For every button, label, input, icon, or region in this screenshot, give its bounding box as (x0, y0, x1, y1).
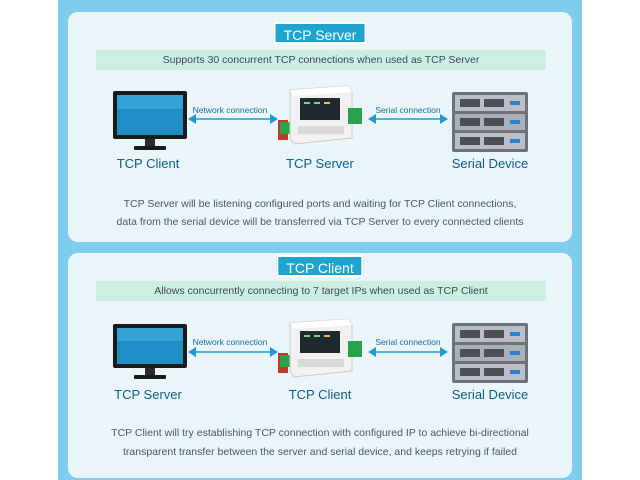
server-rack-icon (452, 92, 528, 152)
description-line-1: TCP Server will be listening configured … (123, 198, 517, 210)
serial-connection-arrow (368, 347, 448, 357)
tcp-server-panel: TCP Server Supports 30 concurrent TCP co… (68, 12, 572, 242)
center-device-label: TCP Client (288, 387, 352, 402)
left-device-label: TCP Server (114, 387, 182, 402)
network-connection-arrow (188, 114, 278, 124)
left-device-label: TCP Client (116, 156, 180, 171)
description-line-2: data from the serial device will be tran… (116, 216, 524, 228)
server-rack-icon (452, 323, 528, 383)
network-connection-label: Network connection (192, 337, 268, 347)
right-device-label: Serial Device (451, 387, 529, 402)
serial-server-device-icon (278, 85, 362, 145)
monitor-icon (113, 91, 187, 150)
center-device-label: TCP Server (286, 156, 354, 171)
network-connection-arrow (188, 347, 278, 357)
right-device-label: Serial Device (451, 156, 529, 171)
serial-server-device-icon (278, 318, 362, 378)
network-connection-label: Network connection (192, 105, 268, 115)
serial-connection-arrow (368, 114, 448, 124)
section-subtitle: Supports 30 concurrent TCP connections w… (96, 50, 546, 70)
description-line-1: TCP Client will try establishing TCP con… (111, 427, 529, 439)
section-title: TCP Client (276, 255, 364, 277)
monitor-icon (113, 324, 187, 379)
description-line-2: transparent transfer between the server … (123, 446, 517, 458)
section-subtitle: Allows concurrently connecting to 7 targ… (96, 281, 546, 301)
serial-connection-label: Serial connection (375, 337, 441, 347)
section-title: TCP Server (273, 22, 367, 44)
serial-connection-label: Serial connection (375, 105, 441, 115)
tcp-client-panel: TCP Client Allows concurrently connectin… (68, 253, 572, 478)
